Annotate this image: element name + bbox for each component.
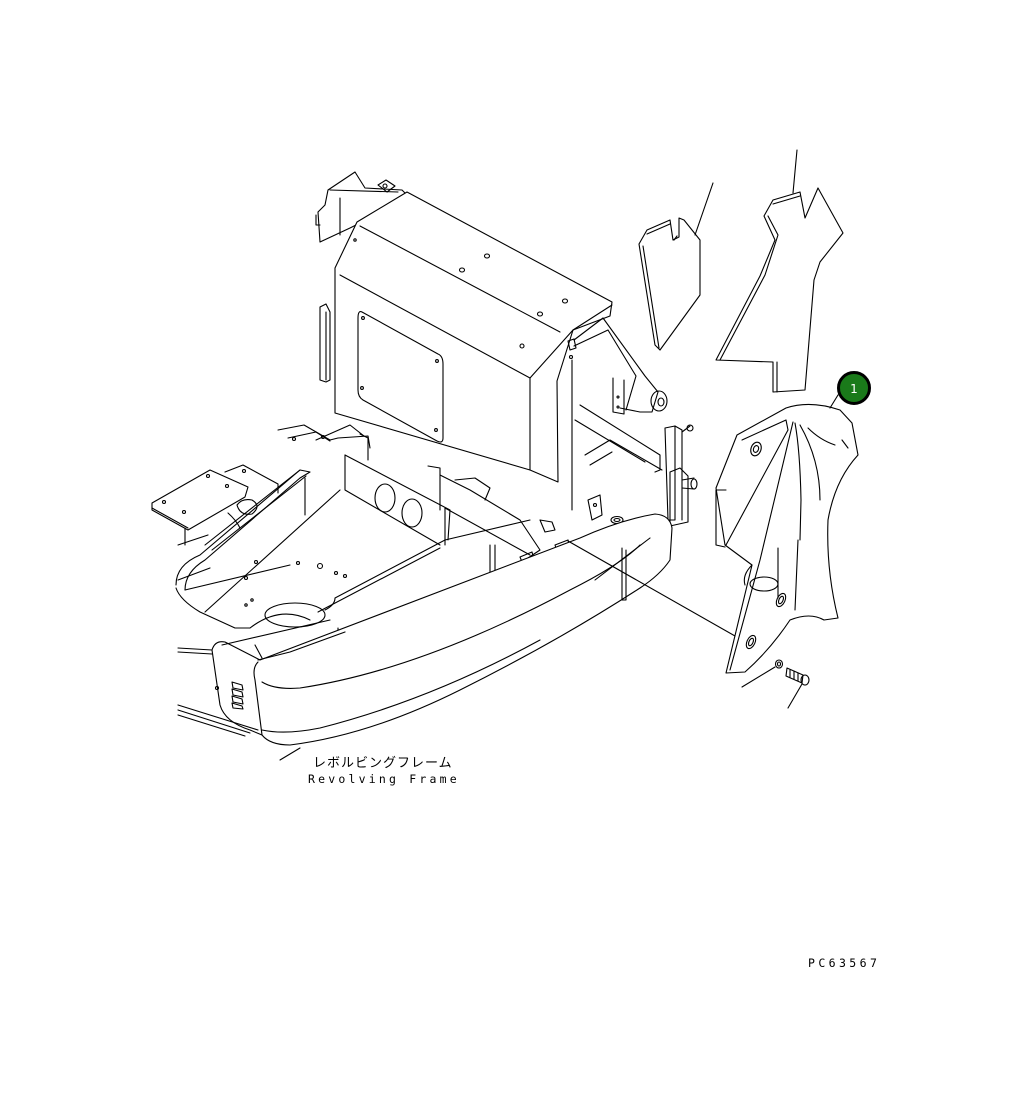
cover-plate-large (715, 149, 844, 393)
cover-plate-small (638, 182, 714, 351)
washer (741, 659, 784, 688)
bracket-cover (715, 394, 859, 674)
revolving-frame (151, 171, 698, 761)
assembly-label-jp: レボルビングフレーム (313, 756, 453, 771)
leader-line (567, 540, 736, 637)
callout-1[interactable]: 1 (837, 371, 871, 405)
callout-1-number: 1 (850, 382, 858, 396)
drawing-code: PC63567 (808, 956, 881, 970)
bolt (785, 667, 810, 709)
assembly-label-en: Revolving Frame (308, 772, 460, 786)
